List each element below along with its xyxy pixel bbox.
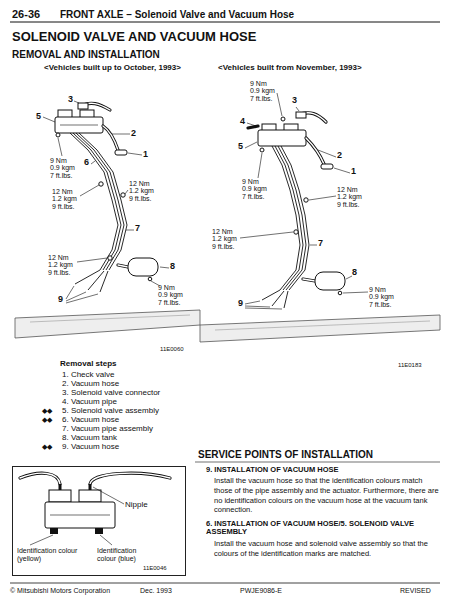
revision-mark: REVISED: [400, 587, 431, 595]
callout-number: 8: [170, 262, 175, 272]
removal-step: 2. Vacuum hose: [62, 380, 119, 389]
torque-spec: 9 Nm 0.9 kgm 7 ft.lbs.: [250, 80, 277, 102]
colour-note: Identification colour (yellow): [17, 547, 81, 562]
removal-step: 3. Solenoid valve connector: [62, 389, 160, 398]
document-code: PWJE9086-E: [240, 587, 282, 595]
figure-code: 11E0183: [398, 362, 422, 369]
callout-number: 5: [36, 112, 41, 122]
section-heading: SERVICE POINTS OF INSTALLATION: [198, 449, 373, 460]
page-title: SOLENOID VALVE AND VACUUM HOSE: [12, 30, 256, 44]
subheading: REMOVAL AND INSTALLATION: [12, 49, 160, 60]
list-heading: Removal steps: [60, 360, 116, 369]
date: Dec. 1993: [140, 587, 172, 595]
callout-number: 7: [318, 239, 323, 249]
variant-heading: <Vehicles built up to October, 1993>: [44, 64, 181, 73]
removal-step: 6. Vacuum hose: [62, 416, 119, 425]
callout-number: 2: [337, 151, 342, 161]
torque-spec: 12 Nm 1.2 kgm 9 ft.lbs.: [337, 186, 364, 208]
torque-spec: 9 Nm 0.9 kgm 7 ft.lbs.: [369, 286, 396, 308]
torque-spec: 9 Nm 0.9 kgm 7 ft.lbs.: [242, 178, 269, 200]
copyright: © Mitsubishi Motors Corporation: [10, 587, 110, 595]
service-mark: ◆◆: [42, 416, 52, 424]
torque-spec: 12 Nm 1.2 kgm 9 ft.lbs.: [52, 188, 79, 210]
figure-code: 11E0060: [160, 346, 184, 353]
service-mark: ◆◆: [42, 443, 52, 451]
callout-number: 9: [58, 295, 63, 305]
part-name: Nipple: [125, 501, 148, 510]
torque-spec: 9 Nm 0.9 kgm 7 ft.lbs.: [50, 157, 77, 179]
variant-heading: <Vehicles built from November, 1993>: [218, 64, 362, 73]
callout-number: 3: [292, 96, 297, 106]
callout-number: 4: [240, 117, 245, 127]
callout-number: 1: [351, 167, 356, 177]
service-text: Install the vacuum hose so that the iden…: [214, 476, 440, 515]
callout-number: 5: [238, 142, 243, 152]
torque-spec: 12 Nm 1.2 kgm 9 ft.lbs.: [48, 254, 75, 276]
callout-number: 6: [84, 158, 89, 168]
service-point-heading: 9. INSTALLATION OF VACUUM HOSE: [206, 466, 339, 474]
removal-step: 8. Vacuum tank: [62, 434, 117, 443]
callout-number: 7: [135, 224, 140, 234]
inset-frame: NippleIdentification colour (yellow) Iden…: [12, 466, 186, 576]
service-mark: ◆◆: [42, 407, 52, 415]
callout-number: 1: [143, 150, 148, 160]
removal-step: 1. Check valve: [62, 371, 114, 380]
service-point-heading: 6. INSTALLATION OF VACUUM HOSE/5. SOLENO…: [206, 520, 440, 537]
torque-spec: 12 Nm 1.2 kgm 9 ft.lbs.: [212, 228, 239, 250]
callout-number: 3: [68, 95, 73, 105]
removal-step: 4. Vacuum pipe: [62, 398, 117, 407]
torque-spec: 9 Nm 0.9 kgm 7 ft.lbs.: [158, 284, 185, 306]
page-number: 26-36: [12, 8, 40, 20]
figure-code: 11E0046: [143, 565, 167, 572]
callout-number: 9: [238, 299, 243, 309]
removal-step: 9. Vacuum hose: [62, 443, 119, 452]
torque-spec: 12 Nm 1.2 kgm 9 ft.lbs.: [129, 180, 156, 202]
removal-step: 5. Solenoid valve assembly: [62, 407, 159, 416]
section-header: FRONT AXLE – Solenoid Valve and Vacuum H…: [60, 9, 294, 20]
callout-number: 8: [352, 268, 357, 278]
colour-note: Identification colour (blue): [97, 547, 153, 562]
callout-number: 2: [131, 129, 136, 139]
removal-step: 7. Vacuum pipe assembly: [62, 425, 153, 434]
service-text: Install the vacuum hose and solenoid val…: [214, 539, 440, 559]
